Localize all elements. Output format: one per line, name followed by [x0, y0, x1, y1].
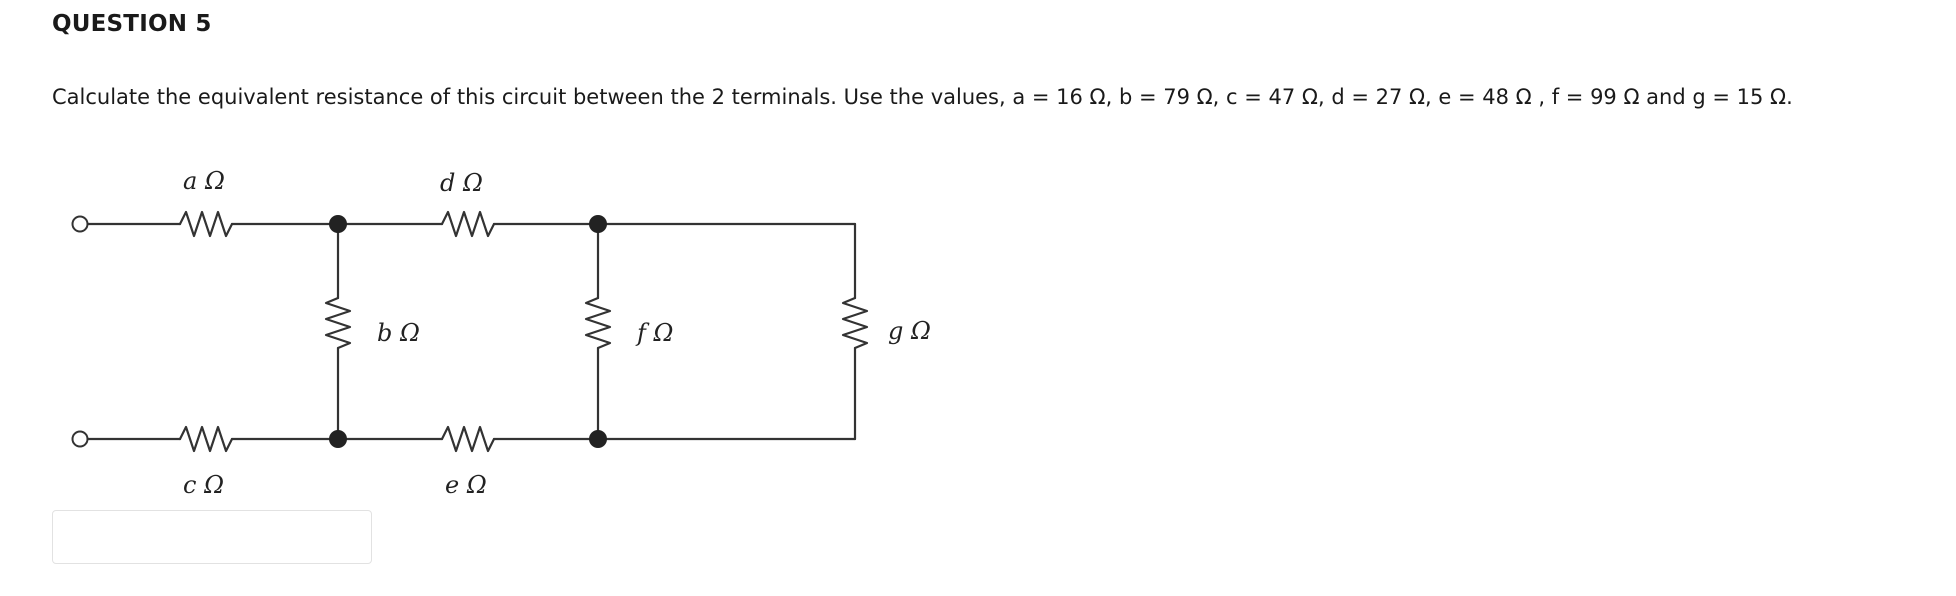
question-text: Calculate the equivalent resistance of t… [52, 85, 1793, 109]
label-b: b Ω [377, 319, 420, 347]
junction-node [329, 215, 347, 233]
label-f: f Ω [635, 319, 673, 347]
resistor-f [584, 296, 612, 350]
answer-input[interactable] [52, 510, 372, 564]
resistor-b [324, 296, 352, 350]
junction-node [589, 430, 607, 448]
label-d: d Ω [440, 169, 483, 197]
question-title: QUESTION 5 [52, 11, 212, 37]
resistor-c [178, 425, 234, 453]
resistor-a [178, 210, 234, 238]
junction-node [329, 430, 347, 448]
circuit-diagram: a Ω d Ω b Ω f Ω g Ω c Ω e Ω [71, 167, 931, 499]
label-g: g Ω [888, 317, 931, 345]
resistor-e [440, 425, 496, 453]
terminal-bottom [71, 430, 89, 448]
resistor-d [440, 210, 496, 238]
label-e: e Ω [445, 471, 487, 499]
label-a: a Ω [183, 167, 225, 195]
terminal-top [71, 215, 89, 233]
resistor-g [841, 296, 869, 350]
label-c: c Ω [183, 471, 224, 499]
junction-node [589, 215, 607, 233]
